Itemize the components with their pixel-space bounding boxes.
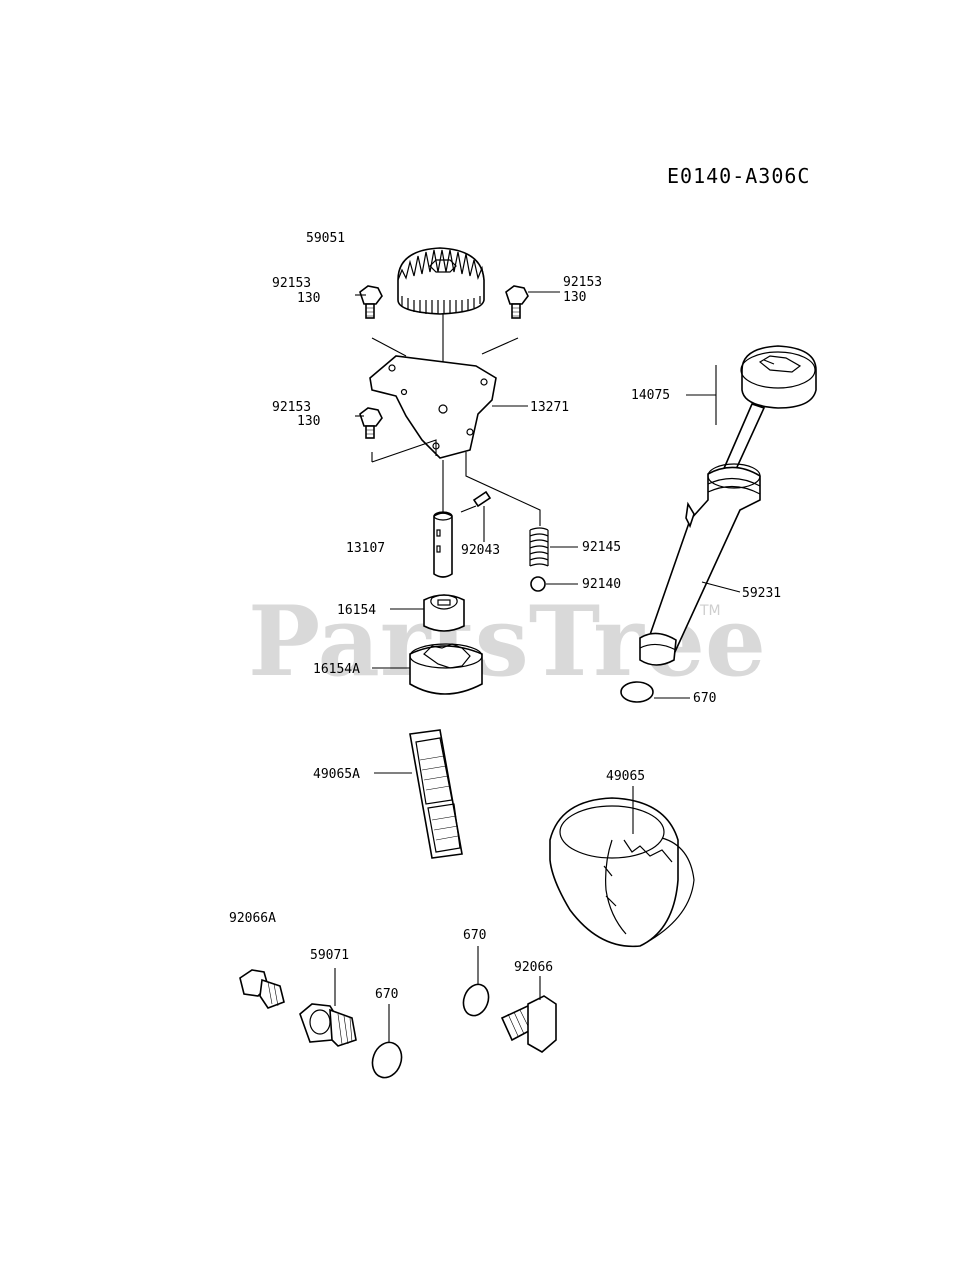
gear-59051[interactable] [397,247,485,315]
label-92140: 92140 [582,577,621,592]
label-16154: 16154 [337,603,376,618]
shaft-13107[interactable] [433,511,453,578]
label-49065: 49065 [606,769,645,784]
label-16154A: 16154A [313,662,360,677]
spring-92145[interactable] [529,527,549,567]
bolt-92153-top-right[interactable] [505,285,529,319]
bolt-92153-top-left[interactable] [359,285,383,319]
label-59071: 59071 [310,948,349,963]
label-92043: 92043 [461,543,500,558]
inner-rotor-16154[interactable] [423,594,465,632]
label-13107: 13107 [346,541,385,556]
label-130-mid-left: 130 [297,414,320,429]
label-670-tube: 670 [693,691,716,706]
cover-plate-13271[interactable] [369,355,497,459]
label-59051: 59051 [306,231,345,246]
dipstick-14075[interactable] [710,345,817,502]
label-49065A: 49065A [313,767,360,782]
label-130-top-left: 130 [297,291,320,306]
label-14075: 14075 [631,388,670,403]
plug-92066A[interactable] [239,969,285,1009]
oil-filter-49065[interactable] [549,797,695,948]
label-92145: 92145 [582,540,621,555]
label-92066A: 92066A [229,911,276,926]
label-13271: 13271 [530,400,569,415]
label-92153-mid-left: 92153 [272,400,311,415]
label-670-left: 670 [375,987,398,1002]
drain-plug-92066[interactable] [500,995,557,1053]
ball-92140[interactable] [530,576,546,592]
diagram-code: E0140-A306C [667,164,810,188]
oring-670-tube[interactable] [620,681,654,703]
pin-92043[interactable] [472,490,492,508]
outer-rotor-16154A[interactable] [409,643,483,695]
watermark-trademark: TM [699,603,721,619]
label-92153-top-left: 92153 [272,276,311,291]
oring-670-mid[interactable] [459,981,492,1019]
label-670-mid: 670 [463,928,486,943]
label-92066: 92066 [514,960,553,975]
oring-670-left[interactable] [368,1038,407,1081]
filler-tube-59231[interactable] [639,463,761,666]
label-92153-top-right: 92153 [563,275,602,290]
strainer-49065A[interactable] [409,729,463,859]
label-59231: 59231 [742,586,781,601]
label-130-top-right: 130 [563,290,586,305]
fitting-59071[interactable] [299,1003,357,1047]
bolt-92153-mid-left[interactable] [359,407,383,439]
